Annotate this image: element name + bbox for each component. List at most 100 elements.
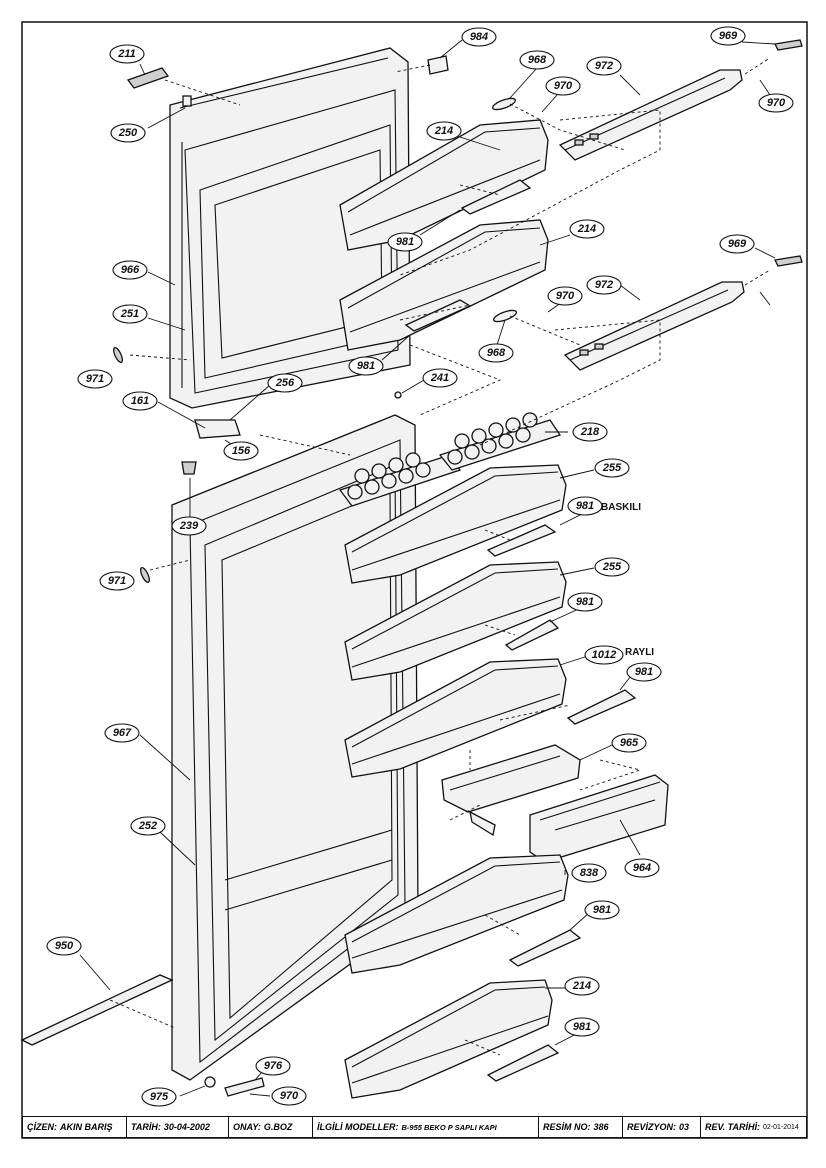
svg-text:255: 255 xyxy=(602,462,622,474)
callout-975: 975 xyxy=(141,1087,177,1107)
callout-981-2: 981 xyxy=(348,356,384,376)
callout-966: 966 xyxy=(112,260,148,280)
shelf-255-mid xyxy=(344,561,567,681)
tb-onay-value: G.BOZ xyxy=(263,1122,293,1132)
svg-text:981: 981 xyxy=(396,236,414,248)
tb-resim: RESİM NO: 386 xyxy=(539,1117,623,1137)
part-239 xyxy=(181,461,197,475)
svg-text:975: 975 xyxy=(150,1091,169,1103)
svg-text:970: 970 xyxy=(554,80,573,92)
svg-text:255: 255 xyxy=(602,561,622,573)
shelf-214-top xyxy=(339,119,549,251)
note-rayli: RAYLI xyxy=(625,647,654,658)
svg-text:950: 950 xyxy=(55,940,74,952)
callout-969-lower: 969 xyxy=(719,234,755,254)
svg-text:981: 981 xyxy=(357,360,375,372)
svg-text:241: 241 xyxy=(430,372,449,384)
tb-cizen-label: ÇİZEN: xyxy=(27,1122,57,1132)
title-block: ÇİZEN: AKIN BARIŞ TARİH: 30-04-2002 ONAY… xyxy=(22,1116,807,1138)
callout-971-upper: 971 xyxy=(77,369,113,389)
tb-resim-label: RESİM NO: xyxy=(543,1122,591,1132)
tb-revizyon: REVİZYON: 03 xyxy=(623,1117,701,1137)
svg-text:970: 970 xyxy=(556,290,575,302)
svg-text:252: 252 xyxy=(138,820,157,832)
callout-972-lower: 972 xyxy=(586,275,622,295)
cover-981-4 xyxy=(504,619,560,651)
part-971-upper xyxy=(113,346,123,364)
svg-text:211: 211 xyxy=(117,48,136,60)
tb-revizyon-label: REVİZYON: xyxy=(627,1122,677,1132)
cover-981-6 xyxy=(508,929,582,967)
callout-984: 984 xyxy=(461,27,497,47)
callout-970-3: 970 xyxy=(547,286,583,306)
svg-text:218: 218 xyxy=(580,426,600,438)
svg-text:161: 161 xyxy=(131,395,149,407)
svg-text:981: 981 xyxy=(593,904,611,916)
shelf-214-bottom xyxy=(344,979,553,1099)
svg-text:214: 214 xyxy=(572,980,591,992)
callout-967: 967 xyxy=(104,723,140,743)
part-984 xyxy=(427,55,449,75)
svg-text:214: 214 xyxy=(434,125,453,137)
callout-976: 976 xyxy=(255,1056,291,1076)
hinge-256 xyxy=(194,419,241,439)
part-211 xyxy=(126,67,170,89)
shelf-838 xyxy=(344,854,569,974)
cover-981-2 xyxy=(404,299,472,332)
svg-text:970: 970 xyxy=(767,97,786,109)
callout-981-6: 981 xyxy=(584,900,620,920)
callout-972-upper: 972 xyxy=(586,56,622,76)
svg-text:972: 972 xyxy=(595,60,613,72)
svg-text:970: 970 xyxy=(280,1090,299,1102)
svg-text:984: 984 xyxy=(470,31,488,43)
callout-239: 239 xyxy=(171,516,207,536)
callout-251: 251 xyxy=(112,304,148,324)
svg-text:964: 964 xyxy=(633,862,651,874)
svg-text:239: 239 xyxy=(179,520,199,532)
svg-text:969: 969 xyxy=(728,238,747,250)
egg-tray-218-right xyxy=(438,412,562,471)
hinge-976 xyxy=(224,1077,265,1097)
tb-tarih-label: TARİH: xyxy=(131,1122,161,1132)
callout-214-3: 214 xyxy=(564,976,600,996)
callout-950: 950 xyxy=(46,936,82,956)
handle-972-lower xyxy=(563,281,745,371)
svg-text:966: 966 xyxy=(121,264,140,276)
part-250 xyxy=(182,95,192,107)
svg-text:1012: 1012 xyxy=(592,649,616,661)
svg-text:981: 981 xyxy=(635,666,653,678)
part-975 xyxy=(204,1076,216,1088)
callout-965: 965 xyxy=(611,733,647,753)
shelf-255-top xyxy=(344,464,567,584)
svg-text:250: 250 xyxy=(118,127,138,139)
svg-text:976: 976 xyxy=(264,1060,283,1072)
drawing-frame xyxy=(21,21,808,1139)
svg-text:972: 972 xyxy=(595,279,613,291)
tb-onay-label: ONAY: xyxy=(233,1122,261,1132)
shelf-214-mid xyxy=(339,219,549,351)
callout-981-7: 981 xyxy=(564,1017,600,1037)
callout-250: 250 xyxy=(110,123,146,143)
callout-161: 161 xyxy=(122,391,158,411)
callout-211: 211 xyxy=(109,44,145,64)
cover-981-5 xyxy=(566,689,637,725)
callout-1012: 1012 xyxy=(584,645,624,665)
callout-256: 256 xyxy=(267,373,303,393)
callout-981-1: 981 xyxy=(387,232,423,252)
svg-text:214: 214 xyxy=(577,223,596,235)
callout-838: 838 xyxy=(571,863,607,883)
tb-modeller: İLGİLİ MODELLER: B-955 BEKO P SAPLI KAPI xyxy=(313,1117,539,1137)
tb-revtarih-label: REV. TARİHİ: xyxy=(705,1122,761,1132)
part-969-upper xyxy=(774,39,803,51)
svg-text:838: 838 xyxy=(580,867,599,879)
assembly-lines xyxy=(109,57,771,1056)
svg-text:968: 968 xyxy=(487,347,506,359)
gasket-950 xyxy=(20,974,174,1046)
callout-255-2: 255 xyxy=(594,557,630,577)
svg-text:251: 251 xyxy=(120,308,139,320)
egg-tray-218-left xyxy=(338,452,462,507)
cover-981-7 xyxy=(486,1044,560,1082)
callout-252: 252 xyxy=(130,816,166,836)
rail-965 xyxy=(441,744,581,837)
